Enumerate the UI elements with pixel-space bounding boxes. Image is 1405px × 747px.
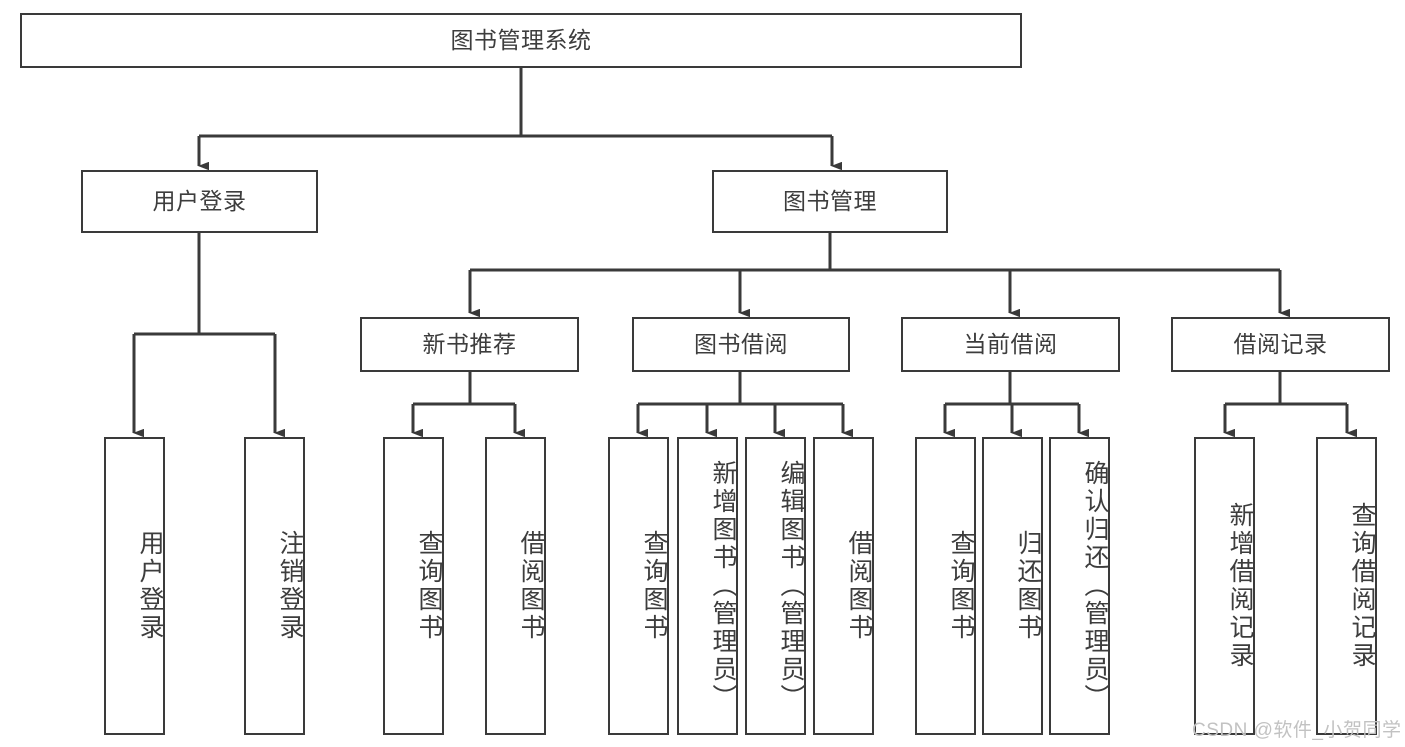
node-label: 查询图书 xyxy=(415,530,443,642)
node-label: 用户登录 xyxy=(136,530,164,642)
node-book-borrow[interactable]: 图书借阅 xyxy=(632,317,850,372)
node-label: 图书借阅 xyxy=(694,330,788,357)
leaf-edit-book-admin[interactable]: 编辑图书（管理员） xyxy=(745,437,806,735)
node-label: 查询图书 xyxy=(640,530,668,642)
node-label: 图书管理系统 xyxy=(450,26,592,53)
leaf-borrow-book[interactable]: 借阅图书 xyxy=(813,437,874,735)
node-label: 新书推荐 xyxy=(422,330,517,357)
leaf-query-book-current[interactable]: 查询图书 xyxy=(915,437,976,735)
node-label: 新增图书（管理员） xyxy=(709,460,737,712)
leaf-borrow-book-recommend[interactable]: 借阅图书 xyxy=(485,437,546,735)
node-label: 图书管理 xyxy=(783,187,877,214)
node-user-login[interactable]: 用户登录 xyxy=(81,170,318,233)
leaf-query-book-recommend[interactable]: 查询图书 xyxy=(383,437,444,735)
node-borrow-record[interactable]: 借阅记录 xyxy=(1171,317,1390,372)
node-label: 借阅图书 xyxy=(517,530,545,642)
node-current-borrow[interactable]: 当前借阅 xyxy=(901,317,1120,372)
leaf-return-book[interactable]: 归还图书 xyxy=(982,437,1043,735)
node-label: 用户登录 xyxy=(152,187,247,214)
leaf-add-borrow-record[interactable]: 新增借阅记录 xyxy=(1194,437,1255,735)
leaf-query-borrow-record[interactable]: 查询借阅记录 xyxy=(1316,437,1377,735)
node-label: 借阅记录 xyxy=(1233,330,1328,357)
node-label: 编辑图书（管理员） xyxy=(777,460,805,712)
node-label: 新增借阅记录 xyxy=(1226,502,1254,670)
leaf-confirm-return-admin[interactable]: 确认归还（管理员） xyxy=(1049,437,1110,735)
node-label: 借阅图书 xyxy=(845,530,873,642)
node-root-book-management-system[interactable]: 图书管理系统 xyxy=(20,13,1022,68)
leaf-add-book-admin[interactable]: 新增图书（管理员） xyxy=(677,437,738,735)
watermark: CSDN @软件_小贺同学 xyxy=(1192,720,1402,741)
node-book-management[interactable]: 图书管理 xyxy=(712,170,948,233)
leaf-user-login[interactable]: 用户登录 xyxy=(104,437,165,735)
node-label: 查询图书 xyxy=(947,530,975,642)
leaf-logout[interactable]: 注销登录 xyxy=(244,437,305,735)
node-label: 确认归还（管理员） xyxy=(1081,460,1109,712)
node-label: 查询借阅记录 xyxy=(1348,502,1376,670)
leaf-query-book-borrow[interactable]: 查询图书 xyxy=(608,437,669,735)
node-new-book-recommend[interactable]: 新书推荐 xyxy=(360,317,579,372)
node-label: 注销登录 xyxy=(276,530,304,642)
node-label: 归还图书 xyxy=(1014,530,1042,642)
node-label: 当前借阅 xyxy=(963,330,1058,357)
